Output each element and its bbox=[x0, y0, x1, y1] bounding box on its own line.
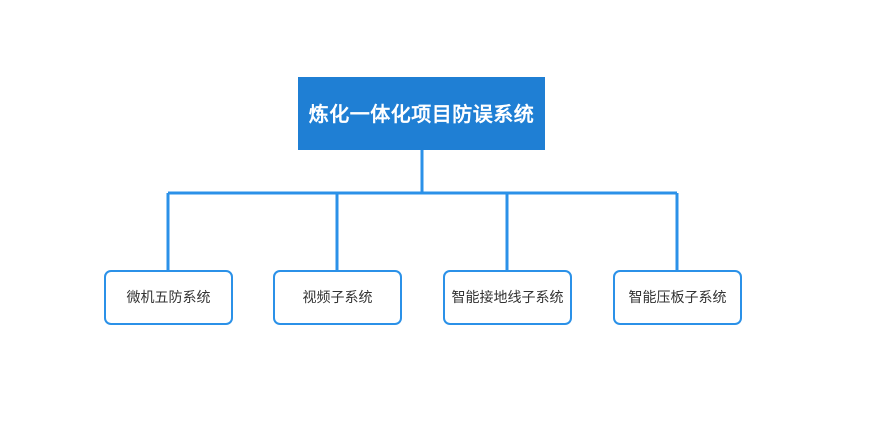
node-child-zhineng-yaban[interactable]: 智能压板子系统 bbox=[613, 270, 742, 325]
node-child-label: 智能接地线子系统 bbox=[451, 289, 564, 306]
node-child-label: 微机五防系统 bbox=[126, 289, 211, 306]
node-root-label: 炼化一体化项目防误系统 bbox=[308, 101, 535, 126]
node-child-label: 智能压板子系统 bbox=[628, 289, 727, 306]
node-child-shipin[interactable]: 视频子系统 bbox=[273, 270, 402, 325]
node-child-label: 视频子系统 bbox=[302, 289, 373, 306]
node-root-system[interactable]: 炼化一体化项目防误系统 bbox=[298, 77, 545, 150]
node-child-zhineng-jiediyxian[interactable]: 智能接地线子系统 bbox=[443, 270, 572, 325]
node-child-weiji-wufang[interactable]: 微机五防系统 bbox=[104, 270, 233, 325]
